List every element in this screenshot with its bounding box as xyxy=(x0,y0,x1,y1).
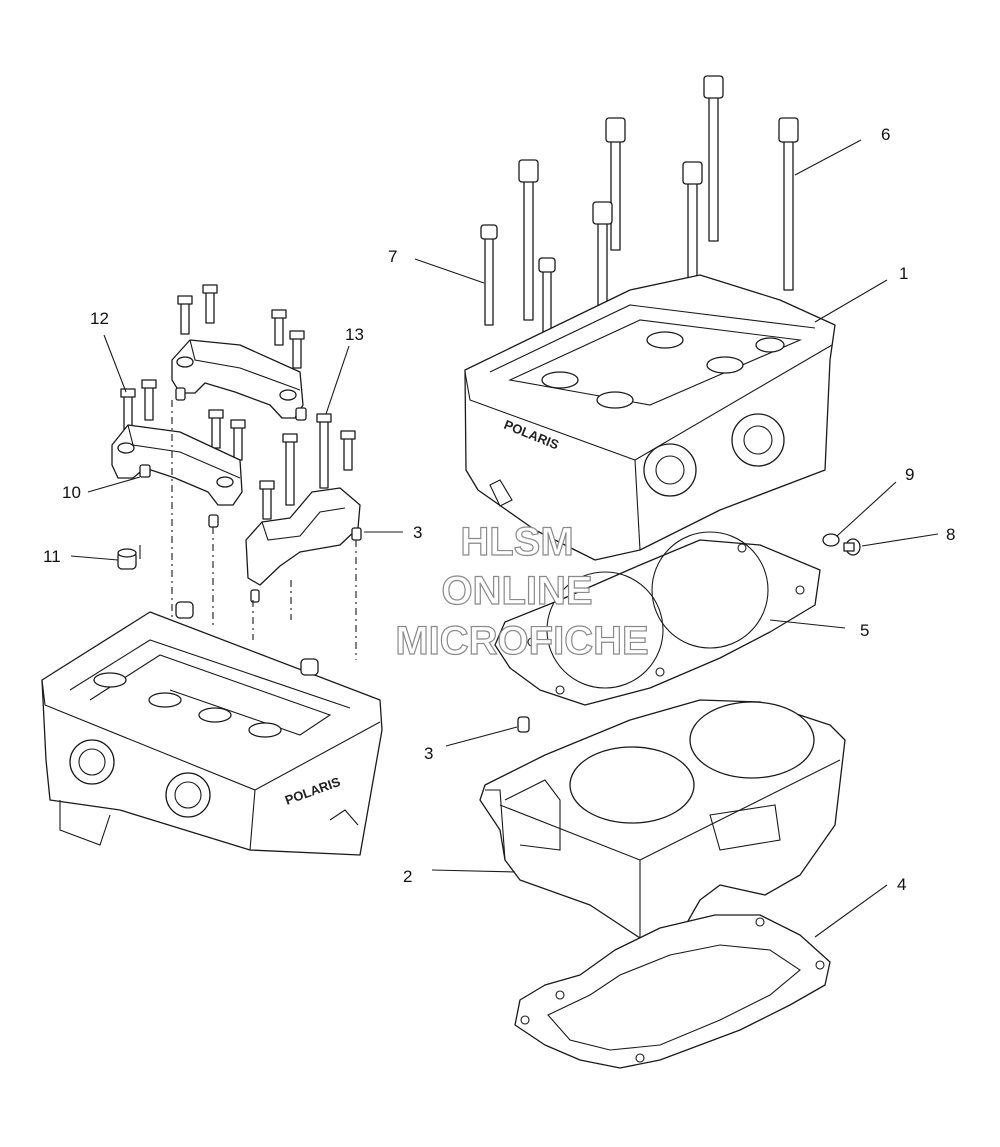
watermark-line-1: HLSM xyxy=(460,520,573,564)
callout-11: 11 xyxy=(43,547,61,566)
callout-1: 1 xyxy=(899,264,908,283)
callout-7: 7 xyxy=(388,247,397,266)
cam-cap-bolts xyxy=(120,284,356,520)
washer-9 xyxy=(822,533,840,547)
head-gasket xyxy=(494,531,821,706)
fitting-8 xyxy=(843,538,861,556)
watermark-line-3: MICROFICHE xyxy=(395,619,648,663)
cam-cap-lower xyxy=(111,424,243,506)
callout-13: 13 xyxy=(345,325,364,344)
head-bolts xyxy=(480,75,799,378)
callout-3-upper: 3 xyxy=(413,523,422,542)
cylinder-head-right: POLARIS xyxy=(464,274,836,561)
dowel-3-right xyxy=(517,716,530,733)
callout-8: 8 xyxy=(946,525,955,544)
callout-12: 12 xyxy=(90,309,109,328)
callout-10: 10 xyxy=(62,483,81,502)
base-gasket xyxy=(514,914,831,1069)
cylinder-block xyxy=(479,699,846,939)
callout-3-lower: 3 xyxy=(424,744,433,763)
leader-lines xyxy=(70,139,939,938)
bushing-11 xyxy=(117,545,141,570)
watermark-line-2: ONLINE xyxy=(441,569,592,613)
watermark: HLSM ONLINE MICROFICHE xyxy=(395,519,650,663)
callout-2: 2 xyxy=(403,867,412,886)
callout-4: 4 xyxy=(897,875,906,894)
callout-6: 6 xyxy=(881,125,890,144)
callout-5: 5 xyxy=(860,621,869,640)
callout-9: 9 xyxy=(905,465,914,484)
cam-cap-upper xyxy=(171,339,304,419)
dowel-pins xyxy=(139,387,362,603)
cylinder-head-left: POLARIS xyxy=(41,601,383,856)
alignment-lines xyxy=(171,400,357,660)
